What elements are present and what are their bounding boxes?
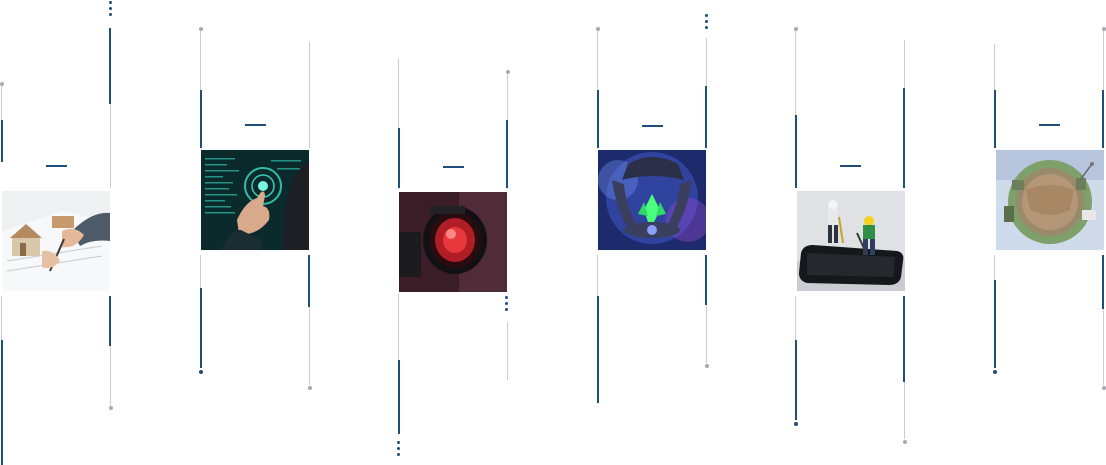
fantasy-game-picture bbox=[598, 150, 706, 250]
gallery-card-1[interactable] bbox=[0, 0, 113, 465]
line-endpoint-dot bbox=[1102, 27, 1106, 31]
line-endpoint-dot bbox=[705, 364, 709, 368]
thumbnail-image[interactable] bbox=[399, 192, 507, 292]
decor-line-accent bbox=[200, 288, 202, 368]
line-endpoint-dot bbox=[506, 70, 510, 74]
gallery-card-3[interactable] bbox=[397, 0, 510, 465]
decor-line-accent bbox=[200, 90, 202, 148]
line-endpoint-dot bbox=[109, 406, 113, 410]
gallery-card-5[interactable] bbox=[794, 0, 907, 465]
decor-line-accent bbox=[308, 255, 310, 307]
decor-line-accent bbox=[903, 88, 905, 188]
decor-line bbox=[110, 28, 111, 188]
decor-line bbox=[398, 58, 399, 189]
decor-line-accent bbox=[109, 296, 111, 346]
decor-line-accent bbox=[705, 86, 707, 148]
decor-line-accent bbox=[1, 120, 3, 162]
title-dash bbox=[443, 166, 464, 168]
thumbnail-image[interactable] bbox=[2, 191, 110, 291]
miniature-workers-picture bbox=[797, 191, 905, 291]
line-endpoint-dot bbox=[199, 370, 203, 374]
title-dash bbox=[245, 124, 266, 126]
decor-line bbox=[597, 31, 598, 148]
tiny-planet-picture bbox=[996, 150, 1104, 250]
decor-line bbox=[200, 31, 201, 147]
line-endpoint-dot bbox=[596, 27, 600, 31]
thumbnail-image[interactable] bbox=[201, 150, 309, 250]
line-endpoint-dot bbox=[903, 440, 907, 444]
decor-line bbox=[1103, 31, 1104, 148]
decor-line-accent bbox=[506, 120, 508, 188]
line-endpoint-dot bbox=[1102, 386, 1106, 390]
decor-line-accent bbox=[1, 340, 3, 465]
dots-decoration bbox=[505, 296, 508, 314]
gallery-card-2[interactable] bbox=[199, 0, 312, 465]
camera-lens-picture bbox=[399, 192, 507, 292]
thumbnail-image[interactable] bbox=[996, 150, 1104, 250]
decor-line bbox=[795, 31, 796, 188]
line-endpoint-dot bbox=[993, 370, 997, 374]
decor-line-accent bbox=[795, 115, 797, 188]
decor-line-accent bbox=[705, 255, 707, 305]
line-endpoint-dot bbox=[794, 422, 798, 426]
digital-touch-picture bbox=[201, 150, 309, 250]
decor-line-accent bbox=[795, 340, 797, 420]
line-endpoint-dot bbox=[0, 82, 4, 86]
gallery-card-4[interactable] bbox=[596, 0, 709, 465]
dots-decoration bbox=[397, 441, 400, 459]
decor-line-accent bbox=[1102, 255, 1104, 309]
decor-line bbox=[706, 255, 707, 363]
decor-line-accent bbox=[109, 28, 111, 104]
thumbnail-image[interactable] bbox=[797, 191, 905, 291]
title-dash bbox=[840, 165, 861, 167]
house-contract-picture bbox=[2, 191, 110, 291]
decor-line-accent bbox=[398, 360, 400, 434]
decor-line-accent bbox=[398, 128, 400, 188]
decor-line-accent bbox=[597, 90, 599, 148]
decor-line-accent bbox=[994, 90, 996, 148]
gallery-card-6[interactable] bbox=[993, 0, 1106, 465]
decor-line-accent bbox=[994, 280, 996, 368]
line-endpoint-dot bbox=[794, 27, 798, 31]
dots-decoration bbox=[705, 14, 708, 32]
title-dash bbox=[46, 165, 67, 167]
decor-line bbox=[1103, 255, 1104, 385]
thumbnail-image[interactable] bbox=[598, 150, 706, 250]
decor-line bbox=[110, 296, 111, 406]
decor-line-accent bbox=[597, 296, 599, 403]
line-endpoint-dot bbox=[308, 386, 312, 390]
decor-line bbox=[309, 42, 310, 148]
decor-line-accent bbox=[1102, 90, 1104, 148]
decor-line bbox=[507, 322, 508, 380]
dots-decoration bbox=[109, 1, 112, 19]
title-dash bbox=[642, 125, 663, 127]
decor-line bbox=[309, 255, 310, 385]
decor-line-accent bbox=[903, 296, 905, 382]
title-dash bbox=[1039, 124, 1060, 126]
line-endpoint-dot bbox=[199, 27, 203, 31]
